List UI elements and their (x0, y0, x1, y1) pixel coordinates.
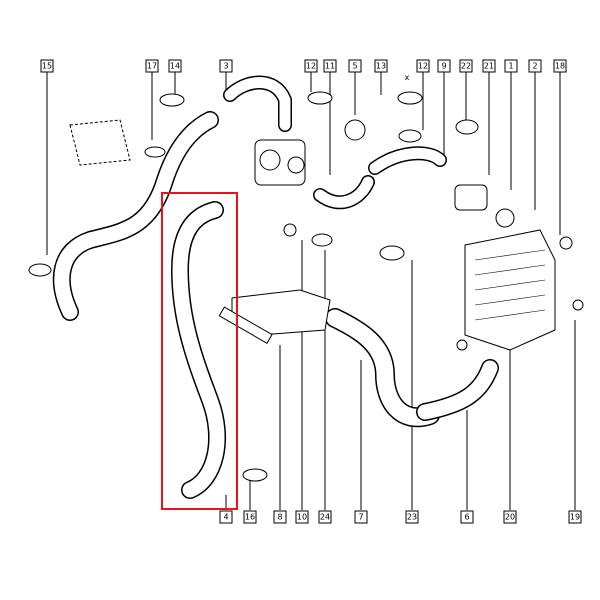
leader-lines (46, 72, 576, 510)
svg-text:10: 10 (297, 513, 307, 522)
svg-text:4: 4 (223, 513, 228, 522)
highlight-box (161, 192, 238, 510)
svg-text:23: 23 (407, 513, 417, 522)
svg-text:3: 3 (223, 62, 228, 71)
svg-text:13: 13 (376, 62, 386, 71)
hose-23[interactable] (313, 175, 375, 210)
label-22[interactable]: 22 (459, 59, 473, 73)
hose-15[interactable] (52, 111, 219, 321)
label-18[interactable]: 18 (553, 59, 567, 73)
top-labels: 15 17 14 3 12 11 5 13 12 9 22 21 1 2 18 (40, 59, 567, 73)
label-12a[interactable]: 12 (304, 59, 318, 73)
label-11[interactable]: 11 (323, 59, 337, 73)
hose-9[interactable] (368, 146, 447, 175)
label-14[interactable]: 14 (168, 59, 182, 73)
svg-text:14: 14 (170, 62, 180, 71)
svg-text:22: 22 (461, 62, 471, 71)
svg-text:2: 2 (532, 62, 537, 71)
svg-text:8: 8 (277, 513, 282, 522)
svg-text:1: 1 (508, 62, 513, 71)
svg-text:16: 16 (245, 513, 255, 522)
svg-text:19: 19 (570, 513, 580, 522)
clamps (28, 91, 584, 482)
svg-text:17: 17 (147, 62, 157, 71)
intercooler-20 (464, 229, 556, 351)
svg-text:7: 7 (358, 513, 363, 522)
label-1[interactable]: 1 (504, 59, 518, 73)
label-17[interactable]: 17 (145, 59, 159, 73)
air-deflector-8 (218, 289, 331, 344)
svg-text:5: 5 (352, 62, 357, 71)
hose-3[interactable] (223, 75, 292, 132)
label-3[interactable]: 3 (219, 59, 233, 73)
hose-4[interactable] (171, 201, 226, 499)
label-9[interactable]: 9 (437, 59, 451, 73)
svg-text:21: 21 (484, 62, 494, 71)
svg-text:18: 18 (555, 62, 565, 71)
label-19[interactable]: 19 (568, 510, 582, 524)
svg-text:12: 12 (418, 62, 428, 71)
svg-text:15: 15 (42, 62, 52, 71)
label-15[interactable]: 15 (40, 59, 54, 73)
sensor-1 (454, 184, 515, 228)
svg-text:12: 12 (306, 62, 316, 71)
label-16[interactable]: 16 (243, 510, 257, 524)
label-4[interactable]: 4 (219, 510, 233, 524)
label-13[interactable]: 13 (374, 59, 388, 73)
svg-text:6: 6 (464, 513, 469, 522)
label-24[interactable]: 24 (318, 510, 332, 524)
svg-text:24: 24 (320, 513, 330, 522)
hose-7[interactable] (325, 308, 440, 428)
hose-6[interactable] (416, 359, 499, 421)
label-21[interactable]: 21 (482, 59, 496, 73)
label-8[interactable]: 8 (273, 510, 287, 524)
label-6[interactable]: 6 (460, 510, 474, 524)
svg-text:9: 9 (441, 62, 446, 71)
svg-text:11: 11 (325, 62, 335, 71)
throttle-body (254, 139, 306, 186)
label-7[interactable]: 7 (354, 510, 368, 524)
label-12b[interactable]: 12 (416, 59, 430, 73)
label-20[interactable]: 20 (503, 510, 517, 524)
bracket-17 (69, 119, 131, 166)
label-23[interactable]: 23 (405, 510, 419, 524)
label-5[interactable]: 5 (348, 59, 362, 73)
label-2[interactable]: 2 (528, 59, 542, 73)
bottom-labels: 4 16 8 10 24 7 23 6 20 19 (219, 510, 582, 524)
label-10[interactable]: 10 (295, 510, 309, 524)
dimension-marker: x (405, 73, 410, 82)
svg-text:20: 20 (505, 513, 515, 522)
